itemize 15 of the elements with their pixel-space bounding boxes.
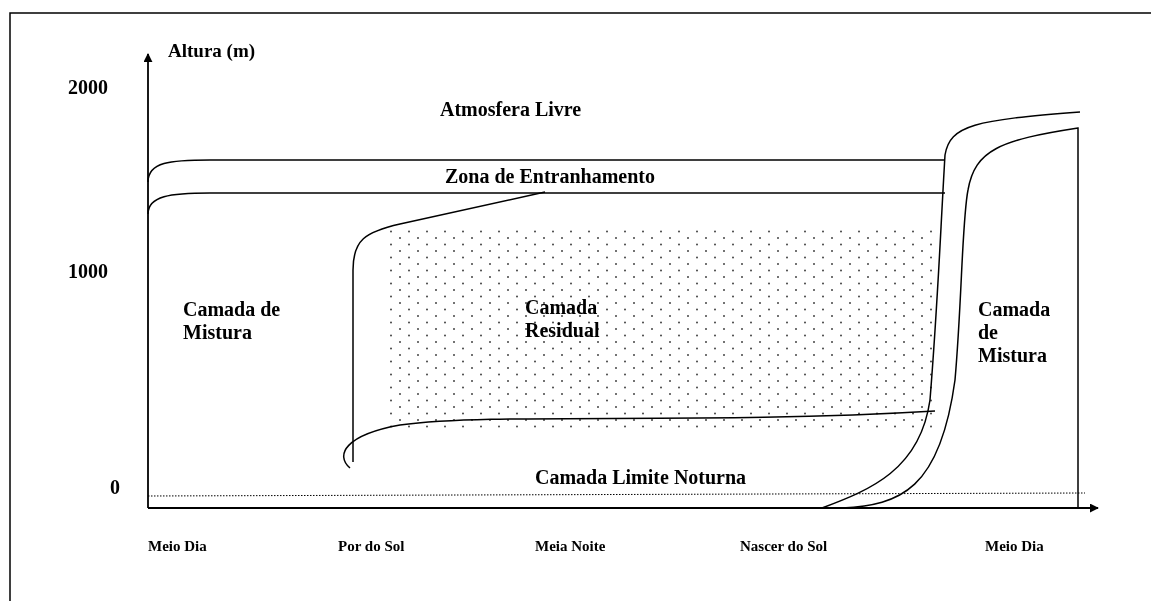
time-label: Meio Dia — [985, 538, 1044, 556]
region-label: Atmosfera Livre — [440, 98, 582, 121]
region-label: Camada Residual — [525, 296, 601, 342]
tick-label: 2000 — [67, 76, 108, 99]
tick-label: 1000 — [67, 260, 108, 283]
time-label: Por do Sol — [338, 538, 405, 556]
region-label: Camada de Mistura — [978, 298, 1050, 367]
time-label: Meio Dia — [148, 538, 207, 556]
time-label: Meia Noite — [535, 538, 606, 556]
region-label: Camada de Mistura — [183, 298, 282, 344]
tick-label: 0 — [109, 476, 120, 499]
region-label: Camada Limite Noturna — [535, 466, 747, 489]
time-label: Nascer do Sol — [740, 538, 828, 556]
axis-title: Altura (m) — [168, 40, 256, 62]
region-label: Zona de Entranhamento — [445, 165, 656, 188]
